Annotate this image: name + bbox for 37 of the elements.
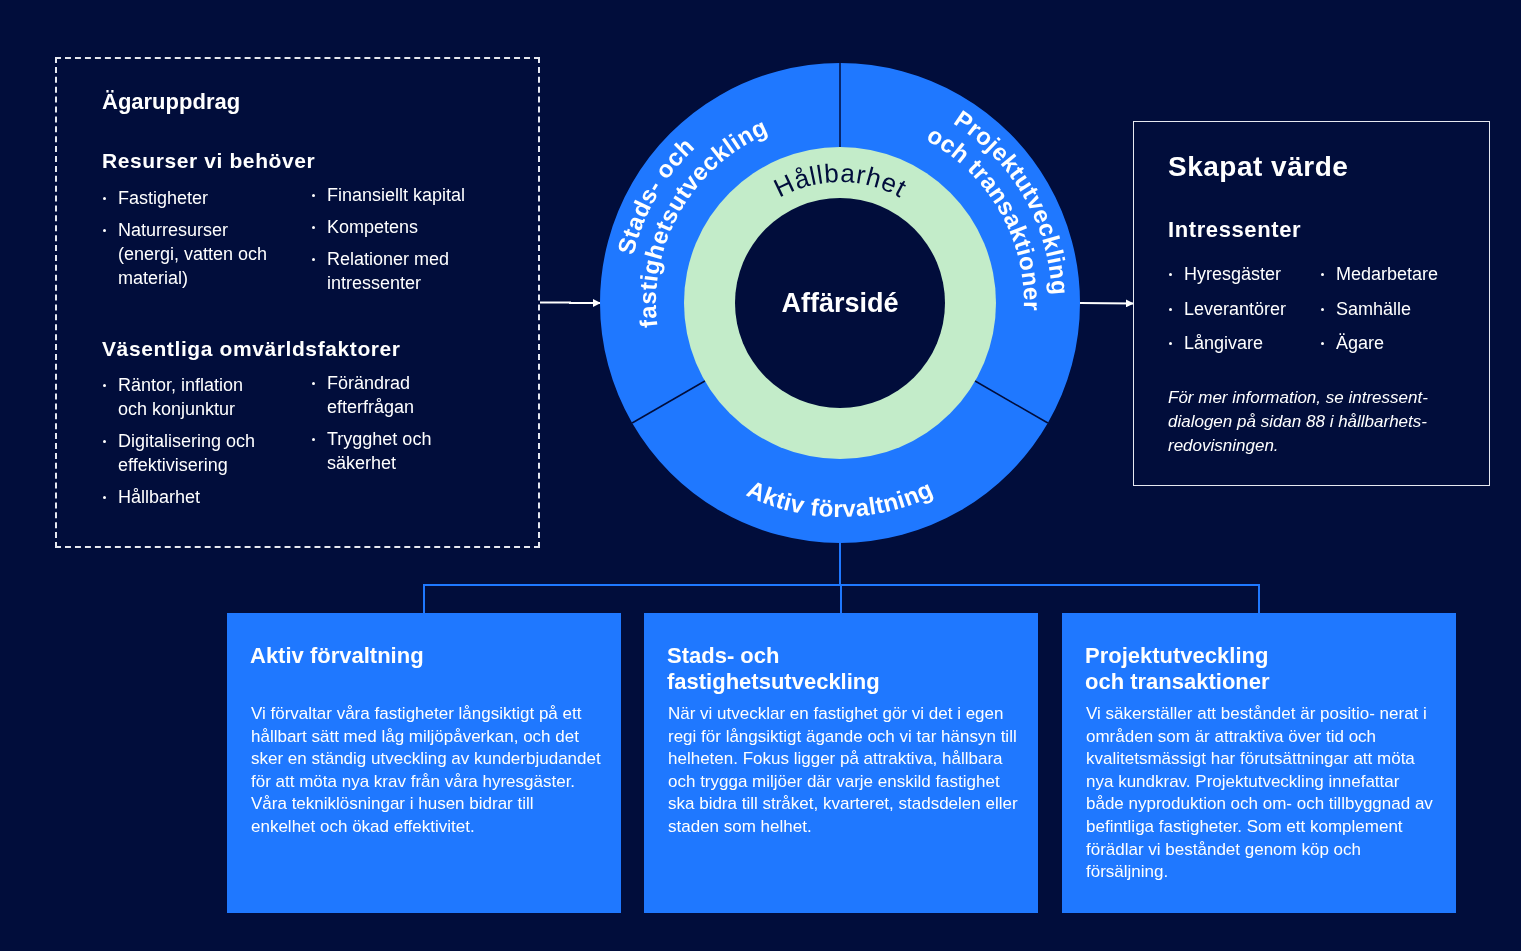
list-item: Räntor, inflation och konjunktur (118, 374, 245, 421)
info-card (1062, 613, 1456, 913)
card-title: Stads- och fastighetsutveckling (667, 643, 881, 695)
list-item: Fastigheter (118, 187, 209, 210)
card-text: Vi förvaltar våra fastigheter långsiktigt på ett hållbart sätt med låg miljöpåverkan, och det sker en ständig utveckling av kunderbjudandet för att möta nya krav från våra hyresgäster. Våra tekniklösningar i husen bidrar till enkelhet och ökad effektivitet. (251, 703, 601, 838)
section-heading: Resurser vi behöver (102, 149, 316, 173)
list-item: Leverantörer (1184, 298, 1287, 321)
card-title: Aktiv förvaltning (250, 643, 425, 669)
list-item: Finansiellt kapital (327, 184, 466, 207)
center-label: Affärsidé (781, 288, 899, 318)
info-card (227, 613, 621, 913)
list-item: Samhälle (1336, 298, 1412, 321)
card-title: Projektutveckling och transaktioner (1085, 643, 1271, 695)
ring-label: Hållbarhet (769, 157, 912, 204)
list-item: Naturresurser (energi, vatten och material) (118, 219, 269, 290)
list-item: Ägare (1336, 332, 1385, 355)
card-text: När vi utvecklar en fastighet gör vi det i egen regi för långsiktigt ägande och vi tar hänsyn till helheten. Fokus ligger på attraktiva, hållbara och trygga miljöer där varje enskild fastighet ska bidra till stråket, kvarteret, stadsdelen eller staden som helhet. (668, 703, 1018, 838)
note-text: För mer information, se intressent- dialogen på sidan 88 i hållbarhets- redovisningen. (1168, 387, 1429, 457)
arrow (539, 299, 601, 307)
list-item: Hyresgäster (1184, 263, 1282, 286)
list-item: Digitalisering och effektivisering (118, 430, 257, 477)
card-text: Vi säkerställer att beståndet är positio- nerat i områden som är attraktiva över tid och kvalitetsmässigt har förutsättningar att möta nya kundkrav. Projektutveckling innefattar både nyproduktion och om- och tillbyggnad av befintliga fastigheter. Som ett komplement förädlar vi beståndet genom köp och försäljning. (1086, 703, 1434, 884)
list-item: Hållbarhet (118, 486, 201, 509)
segment-label: Aktiv förvaltning (743, 474, 937, 523)
list-item: Relationer med intressenter (327, 248, 451, 295)
section-heading: Väsentliga omvärldsfaktorer (102, 337, 401, 361)
arrow (1079, 299, 1134, 308)
list-item: Medarbetare (1336, 263, 1439, 286)
panel-heading: Ägaruppdrag (102, 90, 241, 114)
list-item: Långivare (1184, 332, 1264, 355)
list-item: Kompetens (327, 216, 419, 239)
dashed-panel (55, 57, 540, 548)
info-card (644, 613, 1038, 913)
outcome-panel (1133, 121, 1490, 486)
section-heading: Intressenter (1168, 218, 1302, 242)
list-item: Trygghet och säkerhet (327, 428, 433, 475)
list-item: Förändrad efterfrågan (327, 372, 416, 419)
